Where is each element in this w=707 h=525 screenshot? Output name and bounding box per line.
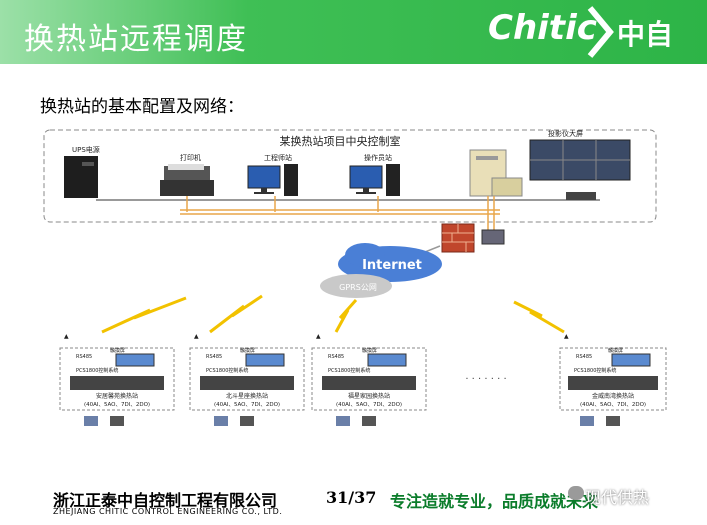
svg-text:福星家园换热站: 福星家园换热站: [348, 392, 390, 400]
svg-text:RS485: RS485: [328, 354, 344, 360]
internet-cloud: Internet: [338, 243, 442, 282]
operator-station-label: 操作员站: [364, 153, 392, 162]
ups-device: UPS电源: [64, 145, 100, 198]
svg-text:PCS1800控制系统: PCS1800控制系统: [328, 367, 370, 374]
printer-icon: [160, 164, 214, 196]
workstation-icon: [349, 164, 400, 196]
valve-icon: [336, 416, 376, 426]
svg-text:(40AI、5AO、7DI、2DO): (40AI、5AO、7DI、2DO): [84, 402, 150, 408]
page-number: 31/37: [326, 488, 377, 507]
printer-label: 打印机: [180, 153, 201, 162]
engineer-station-label: 工程师站: [264, 153, 292, 162]
section-subtitle: 换热站的基本配置及网络：: [40, 97, 244, 117]
svg-text:PCS1800控制系统: PCS1800控制系统: [574, 367, 616, 374]
company-logo-text: Chitic: [488, 8, 597, 48]
footer-company-en: ZHEJIANG CHITIC CONTROL ENGINEERING CO.,…: [53, 507, 283, 516]
svg-text:PCS1800控制系统: PCS1800控制系统: [206, 367, 248, 374]
operator-station: 操作员站: [349, 153, 400, 212]
svg-text:触摸屏: 触摸屏: [240, 347, 255, 354]
svg-text:触摸屏: 触摸屏: [362, 347, 377, 354]
svg-text:▲: ▲: [194, 333, 199, 340]
page-title: 换热站远程调度: [24, 22, 248, 57]
svg-text:(40AI、5AO、7DI、2DO): (40AI、5AO、7DI、2DO): [214, 402, 280, 408]
svg-text:RS485: RS485: [576, 354, 592, 360]
gprs-cloud: GPRS公网: [320, 274, 392, 298]
control-room-title: 某换热站项目中央控制室: [280, 134, 401, 148]
svg-text:(40AI、5AO、7DI、2DO): (40AI、5AO、7DI、2DO): [336, 402, 402, 408]
network-diagram: 某换热站项目中央控制室 UPS电源 打印机 工程师站 操作员站: [43, 129, 667, 426]
wechat-icon: [568, 486, 584, 500]
station-3: ▲ RS485 触摸屏 PCS1800控制系统 福星家园换热站 (40AI、5A…: [311, 333, 427, 426]
station-2: ▲ RS485 触摸屏 PCS1800控制系统 北斗星座换热站 (40AI、5A…: [189, 333, 305, 426]
router-icon: [481, 229, 505, 245]
svg-text:(40AI、5AO、7DI、2DO): (40AI、5AO、7DI、2DO): [580, 402, 646, 408]
firewall-icon: [441, 223, 475, 253]
wireless-link-icons: [101, 294, 565, 334]
control-room-box: [43, 129, 657, 223]
svg-text:金威南湾换热站: 金威南湾换热站: [592, 392, 634, 400]
workstation-icon: [247, 164, 298, 196]
footer-slogan: 专注造就专业，品质成就未来: [390, 492, 599, 511]
engineer-station: 工程师站: [247, 153, 298, 212]
internet-label: Internet: [362, 258, 422, 273]
chevron-right-icon: [587, 6, 614, 58]
server-device: [469, 149, 523, 240]
svg-text:安居馨苑换热站: 安居馨苑换热站: [96, 392, 138, 400]
station-4: ▲ RS485 触摸屏 PCS1800控制系统 金威南湾换热站 (40AI、5A…: [559, 333, 667, 426]
station-1: ▲ RS485 触摸屏 PCS1800控制系统 安居馨苑换热站 (40AI、5A…: [59, 333, 175, 426]
video-wall-icon: [529, 139, 631, 200]
wireless-link-3: [334, 299, 358, 333]
svg-text:触摸屏: 触摸屏: [110, 347, 125, 354]
footer-company-cn: 浙江正泰中自控制工程有限公司: [53, 491, 278, 510]
svg-text:▲: ▲: [64, 333, 69, 340]
wireless-link-2: [209, 294, 263, 334]
valve-icon: [580, 416, 620, 426]
company-logo-cn: 中自: [617, 18, 674, 51]
video-wall-label: 投影仪大屏: [548, 129, 583, 138]
valve-icon: [84, 416, 124, 426]
wireless-link-4: [513, 300, 565, 334]
svg-text:▲: ▲: [564, 333, 569, 340]
svg-text:北斗星座换热站: 北斗星座换热站: [226, 392, 268, 400]
wireless-link-1: [101, 296, 187, 334]
svg-text:RS485: RS485: [206, 354, 222, 360]
ups-label: UPS电源: [72, 145, 100, 154]
watermark-text: 现代供热: [585, 488, 650, 507]
video-wall-device: 投影仪大屏: [529, 129, 631, 200]
header-bar: 换热站远程调度 Chitic 中自: [0, 0, 707, 64]
svg-text:RS485: RS485: [76, 354, 92, 360]
server-icon: [469, 149, 523, 197]
more-stations-ellipsis: · · · · · · ·: [465, 374, 506, 385]
printer-device: 打印机: [160, 153, 214, 212]
svg-text:▲: ▲: [316, 333, 321, 340]
gprs-label: GPRS公网: [339, 283, 377, 292]
svg-text:触摸屏: 触摸屏: [608, 347, 623, 354]
valve-icon: [214, 416, 254, 426]
svg-text:PCS1800控制系统: PCS1800控制系统: [76, 367, 118, 374]
